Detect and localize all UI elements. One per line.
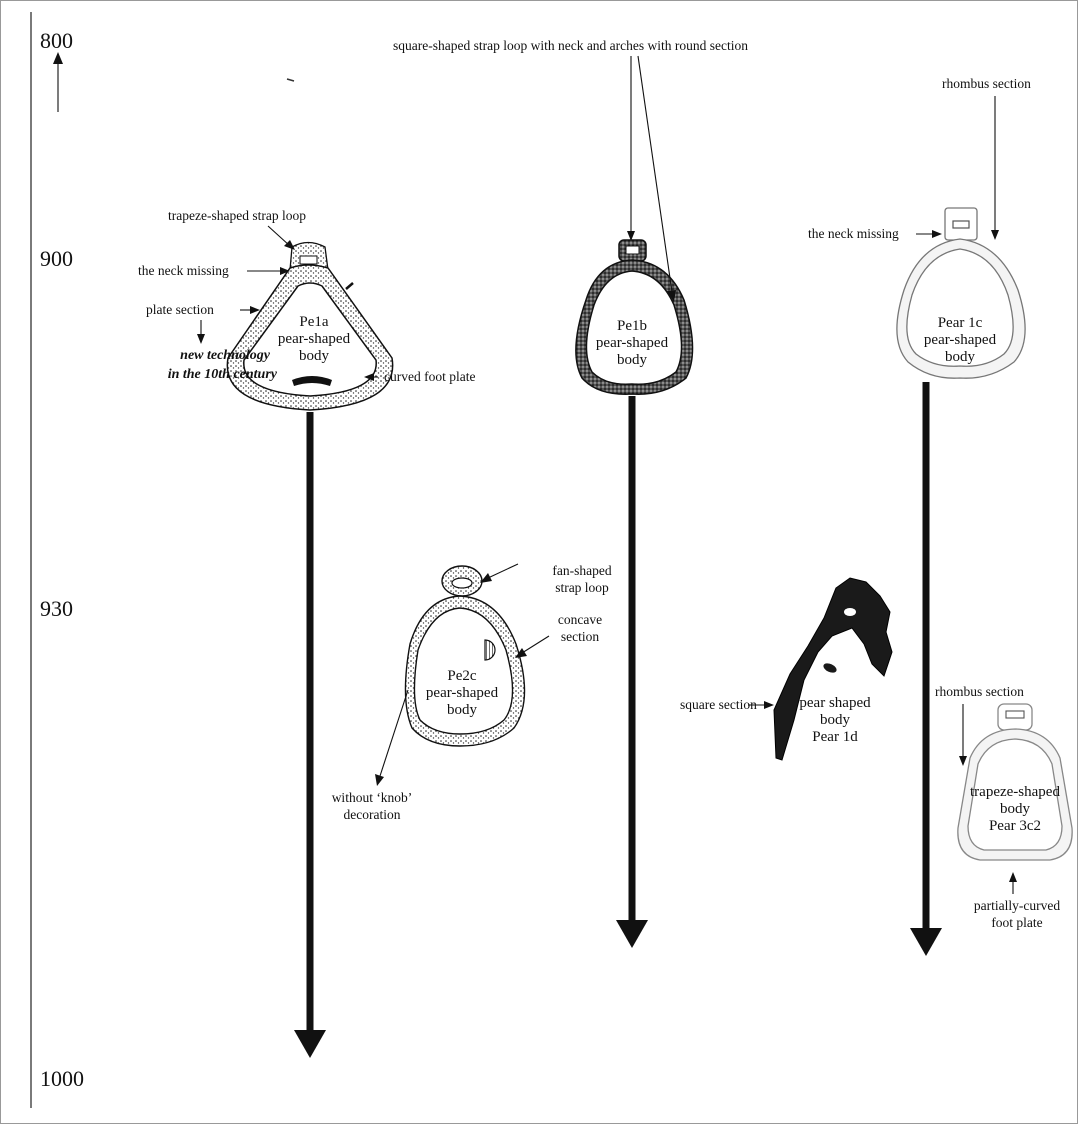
pear3c2-foot-line2: foot plate [991,915,1042,930]
pe2c-loop-leader [487,563,519,579]
stray-mark [286,78,295,82]
pe1b-slot [625,245,640,255]
pe2c-loop-line1: fan-shaped [552,563,611,578]
pe1a-foot-plate [292,376,332,386]
pe1a-foot-arrowhead [364,373,374,381]
pe2c-loop-arrowhead [480,573,492,583]
pe1a-neck-label: the neck missing [138,263,229,278]
pe1b-body-line2: body [617,352,648,368]
stirrup-pe1a: trapeze-shaped strap loop the neck missi… [138,208,475,1058]
pe2c-loop-line2: strap loop [555,580,609,595]
pe1a-note-line1: new technology [180,348,271,363]
pe1a-body-line2: body [299,348,330,364]
pear1d-body-line2: body [820,712,851,728]
timeline-axis: 800 900 930 1000 [30,12,84,1108]
pe2c-stirrup-outline [404,595,526,747]
pe2c-body-line1: pear-shaped [426,685,499,701]
pear1c-body-line2: body [945,349,976,365]
pear1d-body-line1: pear shaped [799,695,871,711]
pe1a-strap-loop-arrowhead [284,240,295,250]
pe1a-note-line2: in the 10th century [168,367,278,382]
pe2c-deco-leader [379,689,409,777]
stirrup-pe2c: fan-shaped strap loop concave section wi… [332,563,612,822]
year-800: 800 [40,28,73,53]
pe1b-annotation: square-shaped strap loop with neck and a… [393,38,748,53]
pe1a-arrowhead [294,1030,326,1058]
pe1a-stirrup-outline [226,264,394,411]
pe1a-body-line1: pear-shaped [278,331,351,347]
pe1b-arrowhead [616,920,648,948]
pear3c2-section-label: rhombus section [935,684,1024,699]
pe1a-tick-mark [345,282,354,290]
pear1c-section-label: rhombus section [942,76,1031,91]
pear1c-neck-arrowhead [932,230,942,238]
pear1d-slot [844,608,856,616]
pear1c-neck-label: the neck missing [808,226,899,241]
pe2c-concave-section [484,639,496,661]
pe2c-section-arrowhead [515,648,527,658]
pear1d-name: Pear 1d [812,729,858,745]
pear1c-stirrup-outline [896,238,1026,379]
pe1a-strap-loop-leader [267,225,291,247]
pe1b-arch-arrowhead [667,290,676,302]
pear3c2-stirrup-outline [957,728,1073,861]
stirrup-pe1b: square-shaped strap loop with neck and a… [393,38,748,948]
pe2c-deco-line2: decoration [344,807,401,822]
pe1a-name: Pe1a [299,314,329,330]
pe1b-stirrup-outline [575,259,694,395]
pe1a-section-label: plate section [146,302,214,317]
pear1d-fragment [773,577,893,761]
pe1a-down-arrowhead [197,334,205,344]
pear1c-slot [952,220,970,229]
pe2c-deco-line1: without ‘knob’ [332,790,413,805]
pe1a-section-arrowhead [250,306,260,314]
pear3c2-foot-arrowhead [1009,872,1017,882]
year-930: 930 [40,596,73,621]
year-900: 900 [40,246,73,271]
pear1c-arrowhead [910,928,942,956]
pear1c-name: Pear 1c [938,315,983,331]
pear1c-section-arrowhead [991,230,999,240]
pe2c-section-line2: section [561,629,599,644]
pear3c2-body-line1: trapeze-shaped [970,784,1060,800]
pe2c-section-leader [521,635,550,654]
pe1a-neck-arrowhead [280,267,290,275]
pe2c-deco-arrowhead [375,774,384,786]
pe1a-strap-loop-label: trapeze-shaped strap loop [168,208,306,223]
pear3c2-name: Pear 3c2 [989,818,1041,834]
pear1d-section-arrowhead [764,701,774,709]
pe2c-section-line1: concave [558,612,602,627]
pe1b-name: Pe1b [617,318,647,334]
pe1b-loop-arrowhead [627,231,635,241]
pear3c2-foot-line1: partially-curved [974,898,1060,913]
pe1b-body-line1: pear-shaped [596,335,669,351]
pe1b-arch-leader [637,55,673,293]
pe1a-slot [299,255,318,265]
pear1d-section-blob [823,663,837,673]
pear3c2-section-arrowhead [959,756,967,766]
timeline-up-arrowhead [53,52,63,64]
stirrup-pear1c: rhombus section the neck missing Pear 1c… [808,76,1031,956]
pe2c-name: Pe2c [447,668,477,684]
stirrup-pear1d: square section pear shaped body Pear 1d [680,577,893,761]
pear3c2-body-line2: body [1000,801,1031,817]
pe2c-slot [451,577,473,589]
pear1c-body-line1: pear-shaped [924,332,997,348]
year-1000: 1000 [40,1066,84,1091]
pe2c-body-line2: body [447,702,478,718]
pe1a-foot-label: curved foot plate [384,369,475,384]
pear1d-section-label: square section [680,697,757,712]
stirrup-pear3c2: rhombus section trapeze-shaped body Pear… [935,684,1073,930]
pear3c2-slot [1005,710,1025,719]
